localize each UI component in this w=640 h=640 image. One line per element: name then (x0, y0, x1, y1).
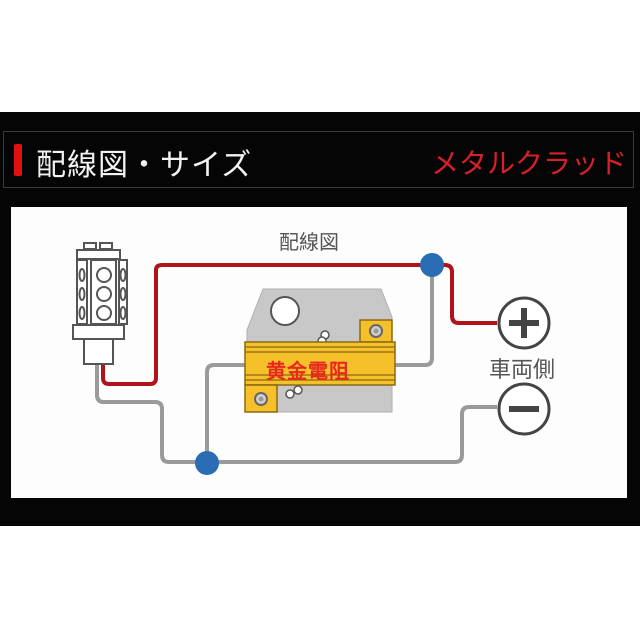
diagram-title: 配線図 (279, 230, 339, 254)
header-accent-bar (14, 144, 22, 176)
junction-dot-bottom (195, 451, 219, 475)
vehicle-side-label: 車両側 (489, 358, 556, 383)
negative-terminal-icon (497, 382, 551, 436)
resistor-icon (244, 288, 396, 413)
positive-wires (101, 263, 497, 386)
section-header: 配線図・サイズ メタルクラッド (3, 131, 634, 188)
resistor-label: 黄金電阻 (266, 359, 350, 383)
junction-dot-top (420, 253, 444, 277)
negative-wires (95, 265, 497, 464)
section-title: 配線図・サイズ (36, 148, 253, 183)
bulb-icon (72, 242, 128, 365)
positive-terminal-icon (497, 296, 551, 350)
section-subtitle: メタルクラッド (430, 147, 627, 180)
